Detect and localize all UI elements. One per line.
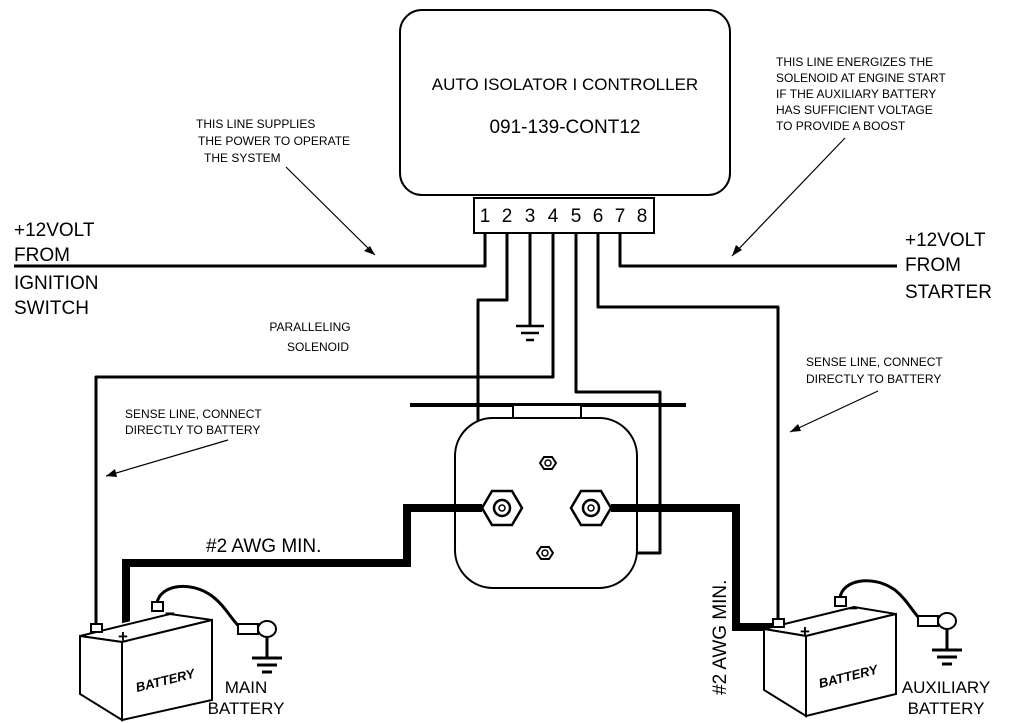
sense-right-note: SENSE LINE, CONNECT DIRECTLY TO BATTERY xyxy=(789,355,943,433)
auxiliary-battery-label-line-1: AUXILIARY xyxy=(902,678,991,697)
energize-note: THIS LINE ENERGIZES THE SOLENOID AT ENGI… xyxy=(731,55,946,257)
controller-name: AUTO ISOLATOR I CONTROLLER xyxy=(432,75,698,94)
control-wires xyxy=(14,233,897,628)
sense-left-note: SENSE LINE, CONNECT DIRECTLY TO BATTERY xyxy=(105,407,262,477)
power-note-line-1: THIS LINE SUPPLIES xyxy=(196,117,315,131)
solenoid-label-line-1: PARALLELING xyxy=(269,320,350,334)
main-battery-plus: + xyxy=(118,627,128,646)
sense-left-arrowhead xyxy=(106,469,117,477)
auxiliary-battery-minus: − xyxy=(848,599,858,618)
terminal-6: 6 xyxy=(593,206,604,227)
main-battery-minus: − xyxy=(165,604,175,623)
starter-label-line-3: STARTER xyxy=(905,282,992,303)
terminal-strip: 1 2 3 4 5 6 7 8 xyxy=(473,197,655,234)
sense-left-line-1: SENSE LINE, CONNECT xyxy=(125,407,262,421)
energize-note-line-2: SOLENOID AT ENGINE START xyxy=(776,71,946,85)
auxiliary-battery-positive-post xyxy=(772,618,785,628)
power-supply-note: THIS LINE SUPPLIES THE POWER TO OPERATE … xyxy=(196,117,376,256)
terminal-7: 7 xyxy=(615,206,626,227)
cable-main xyxy=(122,504,482,632)
energize-note-arrowhead xyxy=(732,245,742,256)
controller: AUTO ISOLATOR I CONTROLLER 091-139-CONT1… xyxy=(399,9,731,196)
main-battery-label-line-1: MAIN xyxy=(225,678,268,697)
sense-right-line-2: DIRECTLY TO BATTERY xyxy=(806,372,941,386)
power-note-arrow xyxy=(285,166,376,256)
cable-auxiliary-label: #2 AWG MIN. xyxy=(710,580,731,695)
terminal-block xyxy=(473,197,655,234)
ignition-input-label: +12VOLT FROM IGNITION SWITCH xyxy=(14,220,98,319)
wire-terminal-7 xyxy=(618,233,897,268)
ignition-label-line-1: +12VOLT xyxy=(14,220,95,241)
power-note-line-3: THE SYSTEM xyxy=(204,151,281,165)
solenoid-large-terminal-right xyxy=(569,489,613,527)
wire-terminal-4 xyxy=(94,233,555,627)
ignition-label-line-2: FROM xyxy=(14,245,70,266)
main-battery-negative-post xyxy=(151,601,164,612)
terminal-8: 8 xyxy=(637,206,648,227)
main-battery-front xyxy=(121,618,213,722)
controller-box xyxy=(399,9,731,196)
terminal-3: 3 xyxy=(525,206,536,227)
energize-note-line-5: TO PROVIDE A BOOST xyxy=(776,119,906,133)
wire-terminal-1 xyxy=(14,233,487,268)
starter-label-line-1: +12VOLT xyxy=(905,230,986,251)
ground-symbol xyxy=(516,324,544,342)
energize-note-line-3: IF THE AUXILIARY BATTERY xyxy=(776,87,936,101)
sense-left-arrow xyxy=(105,439,229,477)
main-battery-side xyxy=(79,634,123,722)
auxiliary-battery-side xyxy=(763,627,807,718)
energize-note-line-4: HAS SUFFICIENT VOLTAGE xyxy=(776,103,933,117)
auxiliary-battery: BATTERY + − AUXILIARY BATTERY xyxy=(763,579,991,718)
auxiliary-battery-negative-post xyxy=(834,596,847,607)
sense-right-arrow xyxy=(789,390,879,433)
main-battery-positive-post xyxy=(90,623,103,633)
main-battery-negative-lead xyxy=(155,584,246,632)
terminal-5: 5 xyxy=(571,206,582,227)
terminal-4: 4 xyxy=(548,206,559,227)
ignition-label-line-4: SWITCH xyxy=(14,298,89,319)
energize-note-arrow xyxy=(731,137,846,257)
starter-input-label: +12VOLT FROM STARTER xyxy=(905,230,992,303)
terminal-1: 1 xyxy=(480,206,491,227)
solenoid-body xyxy=(454,417,638,589)
wire-terminal-6 xyxy=(596,233,780,628)
solenoid-large-terminal-left xyxy=(480,489,524,527)
cable-auxiliary xyxy=(611,504,783,631)
power-note-line-2: THE POWER TO OPERATE xyxy=(198,134,350,148)
auxiliary-battery-label-line-2: BATTERY xyxy=(908,699,985,718)
auxiliary-battery-negative-lead xyxy=(838,579,926,624)
auxiliary-battery-ground-clamp xyxy=(917,612,962,666)
auxiliary-battery-front xyxy=(805,612,897,718)
main-battery-ground-clamp xyxy=(237,620,282,674)
battery-cables: #2 AWG MIN. #2 AWG MIN. xyxy=(122,504,783,695)
cable-main-label: #2 AWG MIN. xyxy=(206,536,321,557)
sense-left-line-2: DIRECTLY TO BATTERY xyxy=(125,423,260,437)
main-battery-label-line-2: BATTERY xyxy=(208,699,285,718)
paralleling-solenoid: PARALLELING SOLENOID xyxy=(269,320,686,589)
terminal-2: 2 xyxy=(502,206,513,227)
sense-right-arrowhead xyxy=(790,424,801,432)
solenoid-label-line-2: SOLENOID xyxy=(287,340,349,354)
auxiliary-battery-plus: + xyxy=(800,622,810,641)
main-battery: BATTERY + − MAIN BATTERY xyxy=(79,584,285,722)
controller-part-number: 091-139-CONT12 xyxy=(489,117,640,138)
starter-label-line-2: FROM xyxy=(905,255,961,276)
ignition-label-line-3: IGNITION xyxy=(14,273,98,294)
sense-right-line-1: SENSE LINE, CONNECT xyxy=(806,355,943,369)
energize-note-line-1: THIS LINE ENERGIZES THE xyxy=(776,55,933,69)
solenoid-small-terminal-bottom xyxy=(535,546,555,560)
power-note-arrowhead xyxy=(364,246,375,255)
solenoid-small-terminal-top xyxy=(538,456,558,470)
